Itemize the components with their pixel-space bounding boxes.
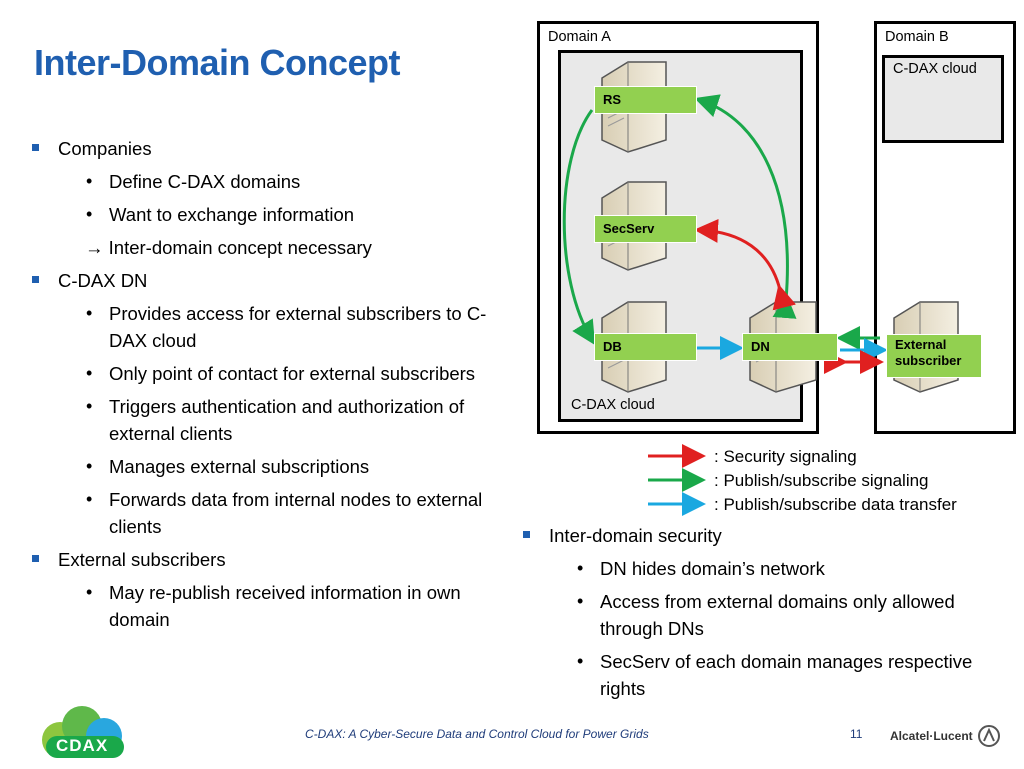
bullet-text: Inter-domain security [549,525,722,546]
sub-bullet-access-external: • Access from external domains only allo… [523,588,993,642]
dot-bullet-icon: • [86,582,93,602]
cdax-cloud-b-frame [882,55,1004,143]
bullet-text: Manages external subscriptions [109,456,370,477]
sub-bullet-only-point: • Only point of contact for external sub… [32,360,512,387]
node-label-secserv: SecServ [594,215,697,243]
bullet-text: May re-publish received information in o… [109,582,461,630]
brand-name: Alcatel·Lucent [890,729,973,743]
square-bullet-icon [32,144,39,151]
sub-bullet-provides-access: • Provides access for external subscribe… [32,300,512,354]
bullet-companies: Companies [32,135,512,162]
external-label-line2: subscriber [895,353,962,368]
brand-logo: Alcatel·Lucent [890,724,1001,748]
right-bullet-list: Inter-domain security • DN hides domain’… [523,522,993,708]
cdax-logo: CDAX [32,702,132,764]
sub-bullet-secserv-manages: • SecServ of each domain manages respect… [523,648,993,702]
bullet-text: External subscribers [58,549,226,570]
bullet-text: DN hides domain’s network [600,558,825,579]
dot-bullet-icon: • [86,363,93,383]
logo-text: CDAX [56,736,109,755]
alcatel-lucent-logo-icon [977,725,1000,747]
bullet-text: Access from external domains only allowe… [600,591,955,639]
dot-bullet-icon: • [86,204,93,224]
square-bullet-icon [32,276,39,283]
bullet-text: Only point of contact for external subsc… [109,363,476,384]
sub-bullet-inter-domain-necessary: → Inter-domain concept necessary [32,234,512,261]
bullet-text: SecServ of each domain manages respectiv… [600,651,973,699]
dot-bullet-icon: • [577,591,584,611]
cdax-cloud-a-label: C-DAX cloud [571,397,655,413]
bullet-text: C-DAX DN [58,270,148,291]
dot-bullet-icon: • [86,171,93,191]
node-label-rs: RS [594,86,697,114]
page-title: Inter-Domain Concept [34,42,401,83]
domain-b-label: Domain B [885,29,949,45]
bullet-text: Inter-domain concept necessary [108,237,372,258]
domain-a-label: Domain A [548,29,611,45]
node-label-dn: DN [742,333,838,361]
right-arrow-icon: → [85,237,104,258]
sub-bullet-dn-hides: • DN hides domain’s network [523,555,993,582]
sub-bullet-forwards-data: • Forwards data from internal nodes to e… [32,486,512,540]
legend-security: : Security signaling [714,447,857,466]
sub-bullet-triggers-auth: • Triggers authentication and authorizat… [32,393,512,447]
sub-bullet-want-exchange: • Want to exchange information [32,201,512,228]
sub-bullet-define-domains: • Define C-DAX domains [32,168,512,195]
dot-bullet-icon: • [577,558,584,578]
dot-bullet-icon: • [86,303,93,323]
node-label-external: External subscriber [886,334,982,378]
square-bullet-icon [32,555,39,562]
page-number: 11 [850,727,863,741]
external-label-line1: External [895,337,947,352]
bullet-cdax-dn: C-DAX DN [32,267,512,294]
sub-bullet-manages-subs: • Manages external subscriptions [32,453,512,480]
bullet-text: Triggers authentication and authorizatio… [109,396,465,444]
square-bullet-icon [523,531,530,538]
bullet-text: Forwards data from internal nodes to ext… [109,489,483,537]
cloud-logo-icon [42,706,124,758]
dot-bullet-icon: • [577,651,584,671]
dot-bullet-icon: • [86,489,93,509]
bullet-text: Define C-DAX domains [109,171,301,192]
bullet-text: Provides access for external subscribers… [109,303,487,351]
legend-pubsub-signaling: : Publish/subscribe signaling [714,471,929,490]
bullet-inter-domain-security: Inter-domain security [523,522,993,549]
dot-bullet-icon: • [86,396,93,416]
left-bullet-list: Companies • Define C-DAX domains • Want … [32,135,512,639]
bullet-external-subscribers: External subscribers [32,546,512,573]
bullet-text: Want to exchange information [109,204,355,225]
legend-pubsub-data: : Publish/subscribe data transfer [714,495,957,514]
dot-bullet-icon: • [86,456,93,476]
footer-caption: C-DAX: A Cyber-Secure Data and Control C… [305,727,649,741]
sub-bullet-may-republish: • May re-publish received information in… [32,579,512,633]
cdax-cloud-b-label: C-DAX cloud [893,61,977,77]
bullet-text: Companies [58,138,152,159]
node-label-db: DB [594,333,697,361]
